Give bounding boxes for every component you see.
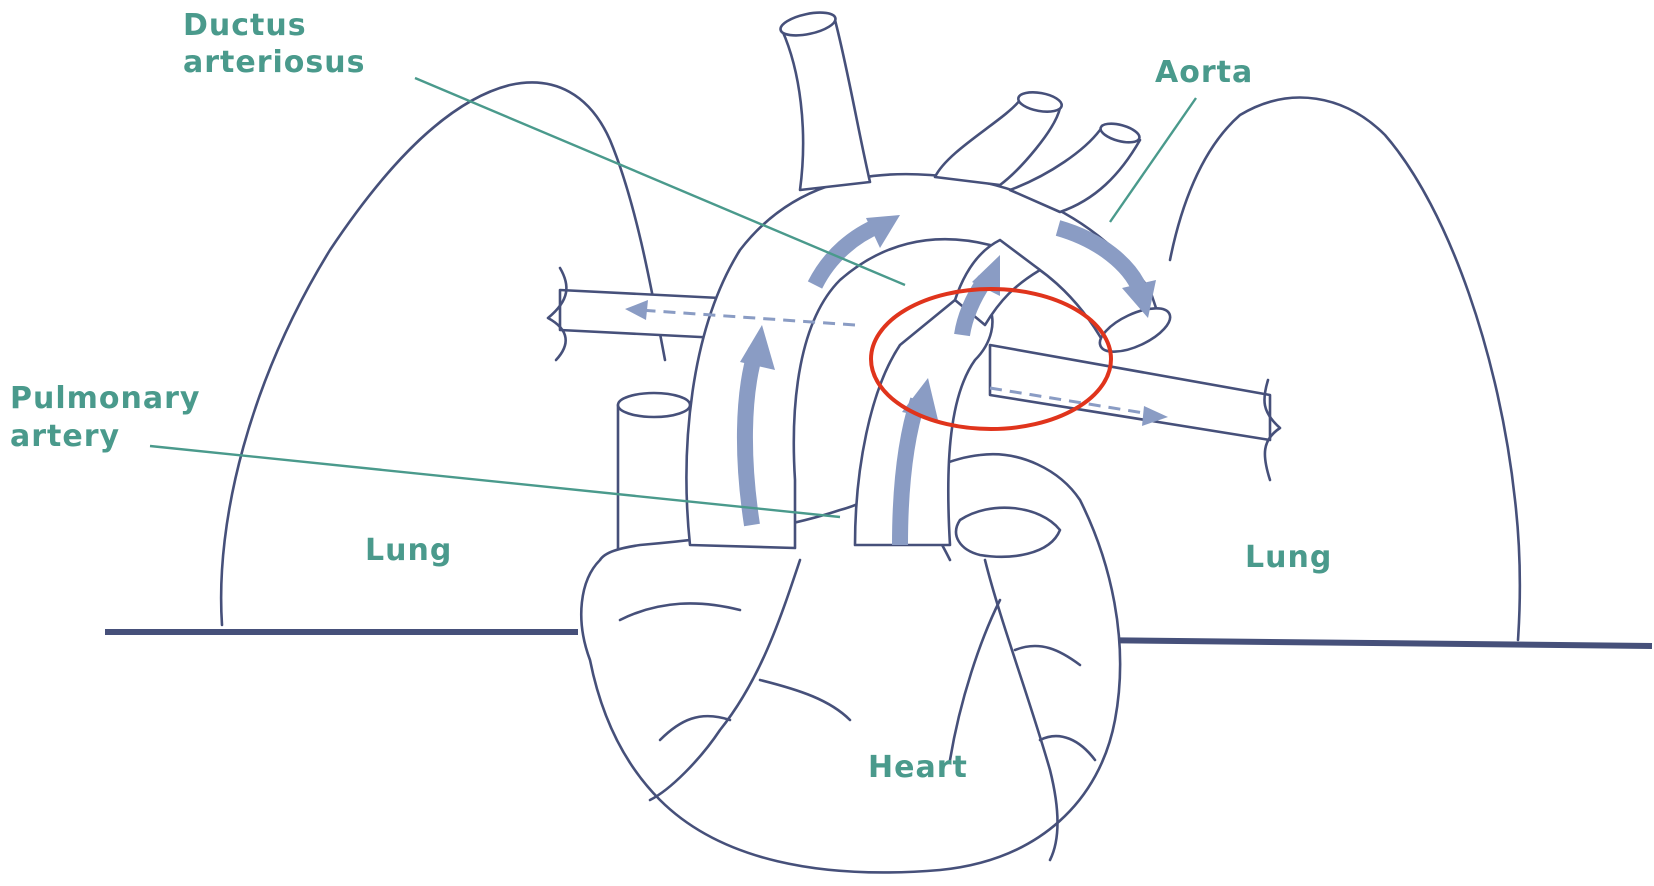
right-lung-outline — [1170, 98, 1520, 640]
pulmonary-label-line1: Pulmonary — [10, 381, 200, 416]
aorta-label: Aorta — [1155, 55, 1253, 90]
superior-vena-cava — [618, 405, 690, 560]
heart-label: Heart — [868, 750, 968, 785]
right-lung-label: Lung — [1245, 540, 1332, 575]
left-lung-label: Lung — [365, 533, 452, 568]
left-carotid-artery — [935, 100, 1060, 185]
ductus-label-line2: arteriosus — [183, 45, 366, 80]
ground-line-right — [1085, 640, 1652, 646]
ductus-label-line1: Ductus — [183, 8, 307, 43]
brachiocephalic-artery — [782, 20, 870, 190]
vena-cava-opening — [618, 393, 690, 417]
pulmonary-label-line2: artery — [10, 419, 120, 454]
